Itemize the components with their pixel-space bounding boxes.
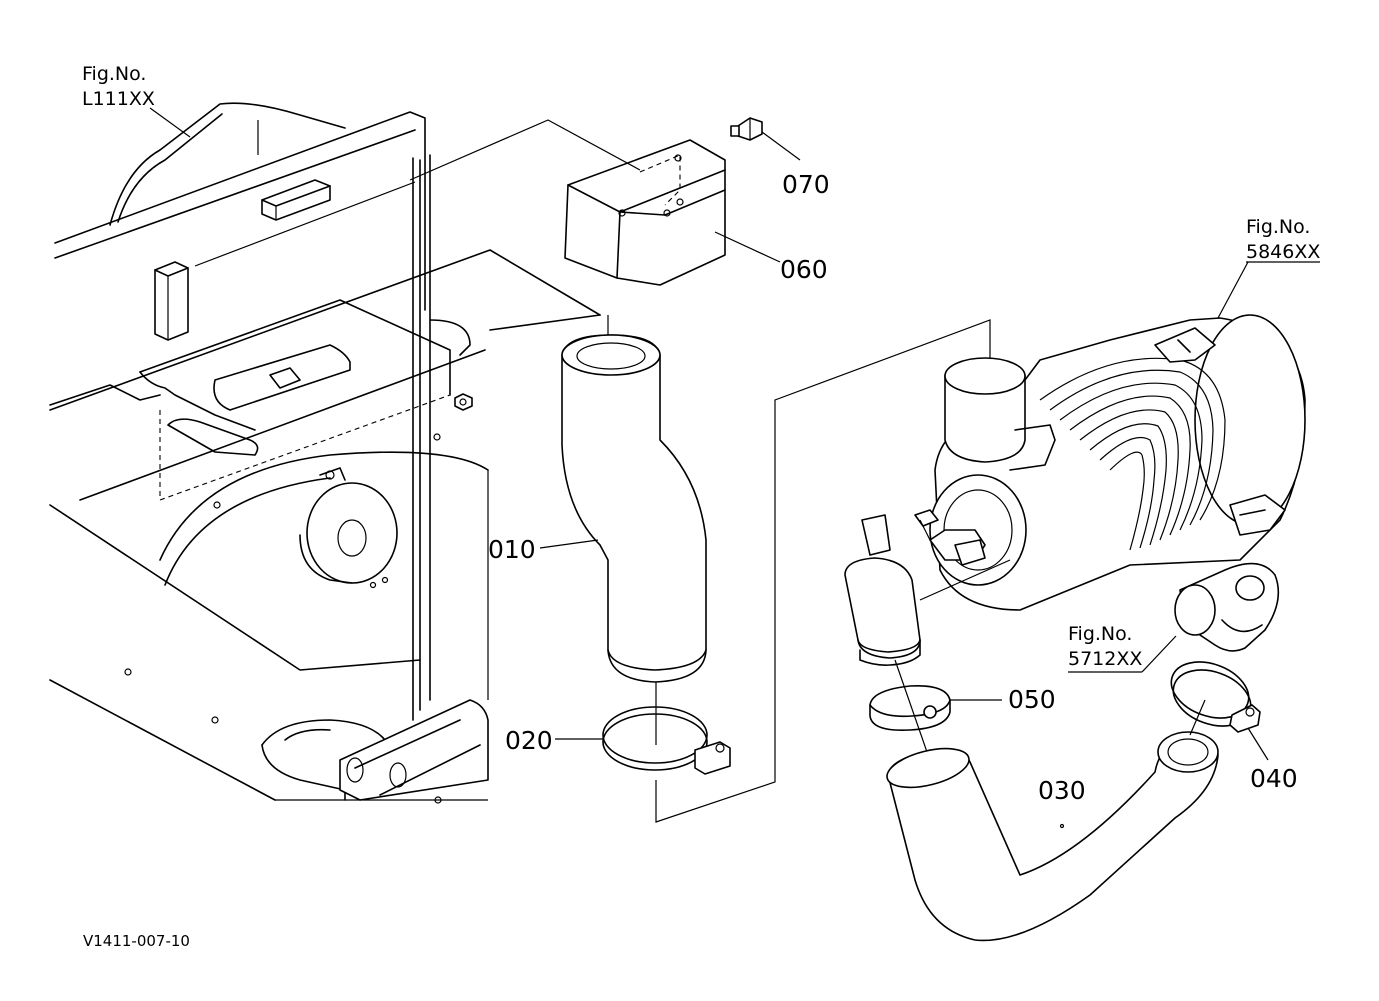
part-label-030: 030 [1038, 776, 1086, 805]
fig-ref-5712xx-title: Fig.No. [1068, 623, 1132, 645]
reference-line-cover [409, 119, 641, 181]
part-060-cover [564, 139, 726, 286]
reference-line-valve [919, 559, 1011, 601]
part-040-clamp [1170, 661, 1261, 733]
reference-line-clamp [655, 319, 991, 823]
part-label-040: 040 [1250, 764, 1298, 793]
fig-ref-5846xx-title: Fig.No. [1246, 216, 1310, 238]
part-label-070: 070 [782, 170, 830, 199]
leader-010 [539, 539, 599, 549]
part-label-050: 050 [1008, 685, 1056, 714]
leader-070 [761, 131, 801, 161]
pre-cleaner [1174, 562, 1280, 652]
part-label-010: 010 [488, 535, 536, 564]
part-label-060: 060 [780, 255, 828, 284]
leader-fig-l111xx [149, 107, 191, 138]
center-line-040 [1189, 699, 1206, 736]
part-020-clamp [602, 706, 731, 775]
fig-ref-5712xx-number: 5712XX [1068, 648, 1142, 670]
air-cleaner-assembly [844, 314, 1306, 666]
part-030-hose [886, 731, 1219, 942]
part-010-hose [561, 334, 707, 683]
leader-040 [1247, 727, 1269, 761]
leader-fig-5846xx [1217, 261, 1249, 319]
part-label-020: 020 [505, 726, 553, 755]
drawing-code: V1411-007-10 [83, 932, 190, 950]
frame-assembly [49, 102, 601, 804]
fig-ref-l111xx-number: L111XX [82, 88, 155, 110]
fig-ref-5846xx-number: 5846XX [1246, 241, 1320, 263]
part-070-bolt [730, 117, 763, 141]
leader-060 [714, 231, 781, 263]
mark-030 [1059, 823, 1065, 829]
fig-ref-l111xx-title: Fig.No. [82, 63, 146, 85]
part-050-clamp [869, 684, 951, 732]
leader-fig-5712xx [1141, 635, 1177, 673]
